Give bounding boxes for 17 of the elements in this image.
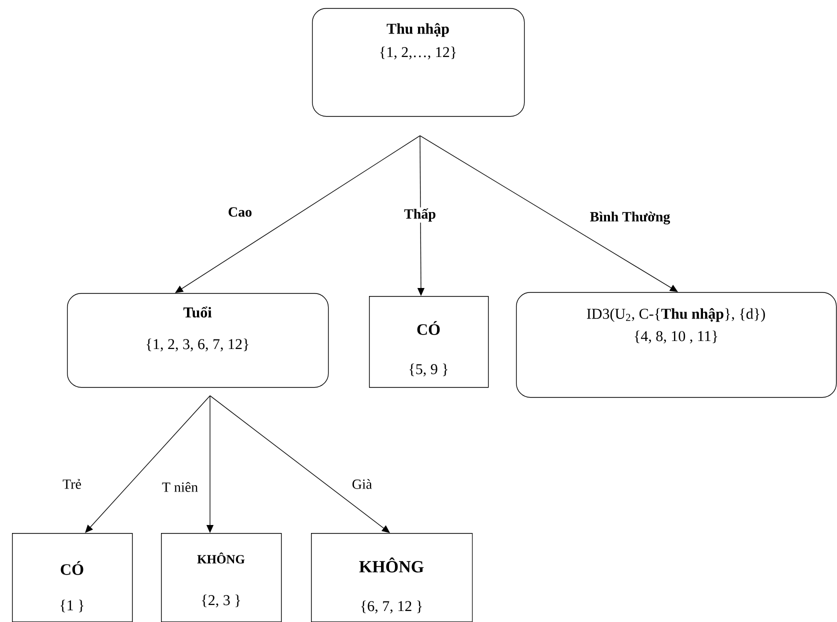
edge-label: Cao <box>226 206 254 218</box>
arrow <box>175 135 420 293</box>
tree-node-box: Thu nhập {1, 2,…, 12} <box>312 8 525 117</box>
leaf-box: CÓ {1 } <box>12 533 133 622</box>
arrow <box>420 135 678 292</box>
arrow <box>85 395 210 533</box>
tree-node-box: Tuổi {1, 2, 3, 6, 7, 12} <box>67 293 329 388</box>
edge-label: Trẻ <box>62 478 82 490</box>
leaf-box: KHÔNG {2, 3 } <box>161 533 282 622</box>
leaf-box: KHÔNG {6, 7, 12 } <box>311 533 473 622</box>
edge-label: Già <box>350 478 374 490</box>
tree-node-box: ID3(U$_{2}$, C-{Thu nhập}, {d}) {4, 8, 10 , 11} <box>516 292 837 398</box>
edge-label: Thấp <box>403 207 437 223</box>
leaf-box: CÓ {5, 9 } <box>369 296 489 388</box>
edge-label: T niên <box>160 481 200 493</box>
edge-label: Bình Thường <box>588 210 672 226</box>
arrow <box>210 395 390 533</box>
